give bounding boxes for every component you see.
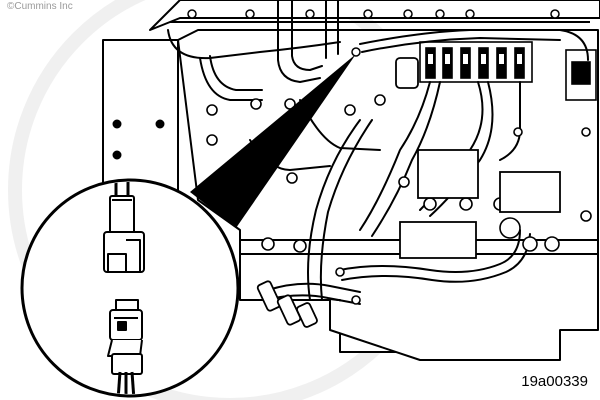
sensor-housings	[395, 57, 561, 259]
callout-pointer	[190, 54, 356, 228]
connector-upper-body	[109, 195, 135, 235]
detail-magnifier	[20, 178, 240, 398]
figure-id-label: 19a00339	[521, 373, 588, 390]
copyright-notice: ©Cummins Inc	[7, 1, 73, 12]
lower-connectors	[256, 280, 318, 328]
injector-connector-bank	[419, 41, 597, 101]
callout-target-point	[351, 47, 361, 57]
top-bolt-row	[187, 9, 560, 19]
block-fasteners	[206, 94, 592, 305]
